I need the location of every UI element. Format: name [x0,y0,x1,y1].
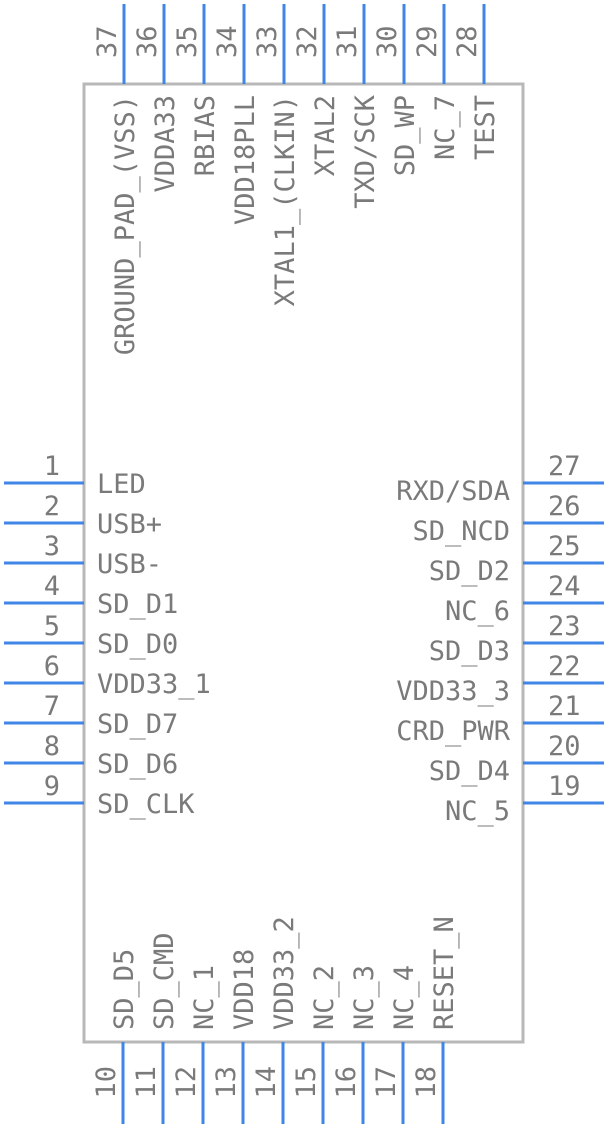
pin-34-label: VDD18PLL [230,95,261,225]
pin-36-label: VDDA33 [150,95,181,193]
pin-23-number: 23 [548,611,581,642]
pin-3-label: USB- [97,549,162,580]
pin-4-label: SD_D1 [97,589,178,620]
pin-15-label: NC_2 [309,965,340,1030]
pin-9-label: SD_CLK [97,789,195,820]
pin-5-number: 5 [44,611,60,642]
pin-2-label: USB+ [97,509,162,540]
pin-37-number: 37 [92,25,123,58]
pin-8-number: 8 [44,731,60,762]
pin-26-number: 26 [548,491,581,522]
pin-1-number: 1 [44,451,60,482]
ic-body-outline [82,82,525,1044]
pin-27-label: RXD/SDA [396,476,510,507]
pin-4-number: 4 [44,571,60,602]
pin-37-label: GROUND_PAD_(VSS) [110,95,141,355]
pin-14-label: VDD33_2 [269,916,300,1030]
pin-7-label: SD_D7 [97,709,178,740]
pin-16-number: 16 [331,1066,362,1099]
pin-20-number: 20 [548,731,581,762]
pin-25-label: SD_D2 [429,556,510,587]
pin-16-label: NC_3 [349,965,380,1030]
pin-9-number: 9 [44,771,60,802]
pin-30-label: SD_WP [390,95,421,176]
pin-30-number: 30 [372,25,403,58]
pin-11-number: 11 [131,1066,162,1099]
pin-6-label: VDD33_1 [97,669,211,700]
pin-29-label: NC_7 [430,95,461,160]
pin-28-label: TEST [470,95,501,160]
pin-28-number: 28 [452,25,483,58]
pin-17-number: 17 [371,1066,402,1099]
pin-1-label: LED [97,469,146,500]
pin-25-number: 25 [548,531,581,562]
pin-35-label: RBIAS [190,95,221,176]
pin-27-number: 27 [548,451,581,482]
pin-21-number: 21 [548,691,581,722]
pin-18-label: RESET_N [429,916,460,1030]
pin-24-number: 24 [548,571,581,602]
pin-10-number: 10 [91,1066,122,1099]
pin-33-label: XTAL1_(CLKIN) [270,95,301,306]
pin-2-number: 2 [44,491,60,522]
pin-21-label: CRD_PWR [396,716,511,747]
pin-32-label: XTAL2 [310,95,341,176]
pin-8-label: SD_D6 [97,749,178,780]
pin-32-number: 32 [292,25,323,58]
pin-20-label: SD_D4 [429,756,510,787]
pin-19-label: NC_5 [445,796,510,827]
pin-13-number: 13 [211,1066,242,1099]
pin-13-label: VDD18 [229,949,260,1030]
pin-11-label: SD_CMD [149,932,180,1030]
pin-31-label: TXD/SCK [350,94,381,209]
pin-6-number: 6 [44,651,60,682]
pin-26-label: SD_NCD [412,516,510,547]
pin-36-number: 36 [132,25,163,58]
pin-17-label: NC_4 [389,965,420,1030]
pin-14-number: 14 [251,1066,282,1099]
pin-31-number: 31 [332,25,363,58]
pin-22-label: VDD33_3 [396,676,510,707]
pin-24-label: NC_6 [445,596,510,627]
pin-29-number: 29 [412,25,443,58]
pin-10-label: SD_D5 [109,949,140,1030]
pin-35-number: 35 [172,25,203,58]
pin-12-number: 12 [171,1066,202,1099]
pin-34-number: 34 [212,25,243,58]
pin-18-number: 18 [411,1066,442,1099]
pin-12-label: NC_1 [189,965,220,1030]
pin-22-number: 22 [548,651,581,682]
pin-23-label: SD_D3 [429,636,510,667]
pin-3-number: 3 [44,531,60,562]
pin-33-number: 33 [252,25,283,58]
pin-7-number: 7 [44,691,60,722]
pin-5-label: SD_D0 [97,629,178,660]
pin-15-number: 15 [291,1066,322,1099]
pin-19-number: 19 [548,771,581,802]
